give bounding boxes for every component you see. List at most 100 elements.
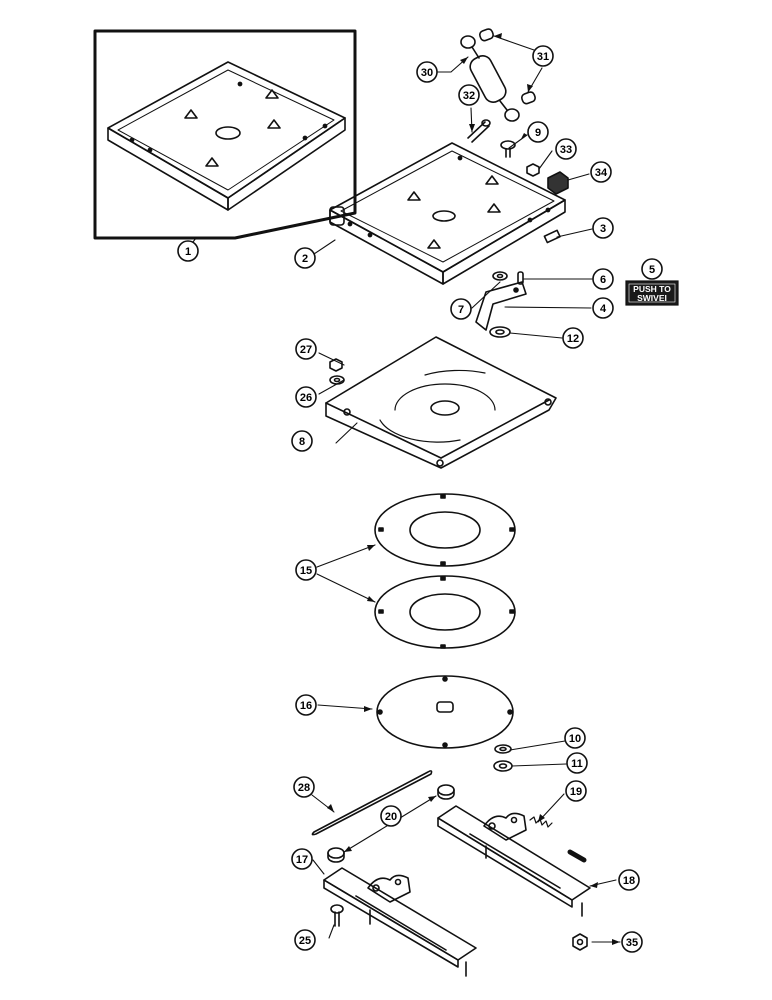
callout-balloon [295, 338, 317, 360]
callout-19: 19 [565, 780, 587, 802]
callout-9: 9 [527, 121, 549, 143]
callout-balloon [641, 258, 663, 280]
callout-balloon [590, 161, 612, 183]
callout-number: 18 [623, 875, 635, 887]
callout-16: 16 [295, 694, 317, 716]
callout-balloon [294, 929, 316, 951]
callout-number: 25 [299, 935, 311, 947]
callout-balloon [592, 268, 614, 290]
callout-number: 4 [600, 303, 607, 315]
spring-pin [517, 271, 524, 285]
hex-nut [572, 933, 588, 951]
callout-18: 18 [618, 869, 640, 891]
callout-5: 5 [641, 258, 663, 280]
callout-balloon [380, 805, 402, 827]
callout-balloon [555, 138, 577, 160]
callout-17: 17 [291, 848, 313, 870]
callout-33: 33 [555, 138, 577, 160]
callout-balloon [293, 776, 315, 798]
callout-balloon [565, 780, 587, 802]
callout-balloon [295, 694, 317, 716]
callout-balloon [527, 121, 549, 143]
callout-31: 31 [532, 45, 554, 67]
slide-rail-right [437, 805, 591, 917]
callout-balloon [592, 297, 614, 319]
swivel-plate [325, 336, 557, 469]
callout-number: 15 [300, 565, 312, 577]
callout-20: 20 [380, 805, 402, 827]
callout-number: 26 [300, 392, 312, 404]
callout-number: 10 [569, 733, 581, 745]
plug-upper [437, 784, 455, 800]
callout-balloon [295, 559, 317, 581]
friction-disc-lower [374, 575, 516, 649]
seat-frame [329, 142, 566, 285]
callout-number: 27 [300, 344, 312, 356]
friction-disc-upper [374, 493, 516, 567]
washer-medium [329, 375, 345, 385]
callout-balloon [450, 298, 472, 320]
callout-number: 20 [385, 811, 397, 823]
link-rod [311, 770, 433, 836]
callout-26: 26 [295, 386, 317, 408]
callout-number: 12 [567, 333, 579, 345]
callout-4: 4 [592, 297, 614, 319]
callout-number: 30 [421, 67, 433, 79]
callout-balloon [566, 752, 588, 774]
callout-balloon [416, 61, 438, 83]
callout-27: 27 [295, 338, 317, 360]
callout-number: 9 [535, 127, 541, 139]
decal-line-2: SWIVEI [637, 293, 667, 303]
bolt [467, 119, 491, 143]
callout-number: 19 [570, 786, 582, 798]
callout-15: 15 [295, 559, 317, 581]
stop-block [547, 171, 569, 195]
callout-balloon [291, 848, 313, 870]
bushing-set [478, 28, 536, 105]
callout-balloon [562, 327, 584, 349]
callout-number: 2 [302, 253, 308, 265]
callout-number: 35 [626, 937, 638, 949]
callout-30: 30 [416, 61, 438, 83]
release-lever [475, 281, 527, 331]
callout-8: 8 [291, 430, 313, 452]
callout-balloon [295, 386, 317, 408]
callout-number: 6 [600, 274, 606, 286]
callout-number: 32 [463, 90, 475, 102]
callout-2: 2 [294, 247, 316, 269]
callout-number: 16 [300, 700, 312, 712]
callout-number: 7 [458, 304, 464, 316]
callout-balloon [592, 217, 614, 239]
seat-base-assembly-inset [107, 61, 346, 211]
nut-small [329, 358, 343, 372]
callout-11: 11 [566, 752, 588, 774]
slide-rail-left [323, 867, 477, 977]
key [543, 229, 561, 244]
callout-balloon [177, 240, 199, 262]
leader-lines [189, 35, 621, 943]
callout-number: 28 [298, 782, 310, 794]
callout-25: 25 [294, 929, 316, 951]
callout-layer: 1234567891011121516171819202526272830313… [177, 45, 663, 953]
callout-number: 5 [649, 264, 655, 276]
washer-small [492, 271, 508, 281]
carriage-bolt [330, 904, 344, 927]
shock-absorber [460, 35, 520, 122]
callout-number: 11 [571, 758, 583, 770]
callout-10: 10 [564, 727, 586, 749]
callout-number: 31 [537, 51, 549, 63]
washer-flat [494, 744, 512, 754]
callout-balloon [564, 727, 586, 749]
arrowheads [327, 33, 620, 945]
callout-balloon [291, 430, 313, 452]
nut-medium [493, 760, 513, 772]
callout-6: 6 [592, 268, 614, 290]
decal: PUSH TO SWIVEI [625, 280, 679, 306]
callout-number: 1 [185, 246, 191, 258]
callout-34: 34 [590, 161, 612, 183]
callout-35: 35 [621, 931, 643, 953]
callout-number: 3 [600, 223, 606, 235]
callout-balloon [458, 84, 480, 106]
callout-number: 8 [299, 436, 305, 448]
lock-nut [526, 163, 540, 177]
